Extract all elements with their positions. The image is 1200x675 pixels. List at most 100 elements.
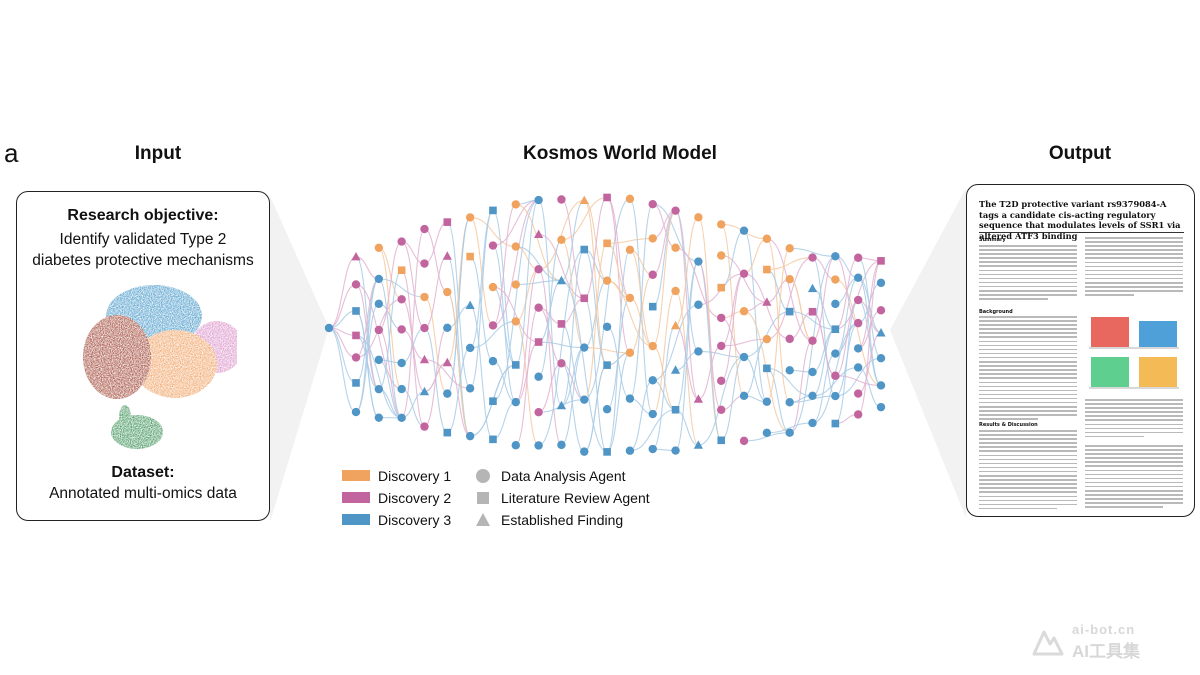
summary-text xyxy=(979,245,1077,302)
network-edge xyxy=(492,209,517,366)
network-node-square xyxy=(671,405,680,414)
network-node-circle xyxy=(785,428,794,437)
network-node-circle xyxy=(808,367,817,377)
network-node-circle xyxy=(534,441,543,450)
network-edge xyxy=(328,327,357,359)
network-node-circle xyxy=(324,323,334,333)
network-edge xyxy=(561,196,608,241)
network-node-circle xyxy=(648,234,657,243)
network-node-circle xyxy=(534,265,543,274)
network-node-circle xyxy=(534,407,543,417)
network-node-circle xyxy=(465,431,475,441)
network-node-circle xyxy=(351,353,361,362)
dataset-heading: Dataset: xyxy=(111,464,175,481)
network-node-circle xyxy=(808,253,817,262)
network-node-square xyxy=(808,307,817,316)
network-node-circle xyxy=(853,295,863,305)
network-edge xyxy=(561,362,585,453)
network-node-triangle xyxy=(556,275,567,285)
network-edge xyxy=(583,196,608,299)
objective-heading: Research objective: xyxy=(67,207,219,224)
network-edge xyxy=(401,391,425,419)
network-node-square xyxy=(352,307,360,315)
network-node-triangle xyxy=(442,251,452,260)
network-nodes xyxy=(324,193,886,456)
network-node-circle xyxy=(853,363,863,372)
legend-label: Discovery 1 xyxy=(378,468,452,484)
network-edge xyxy=(766,278,790,303)
network-node-circle xyxy=(534,303,543,312)
network-node-circle xyxy=(876,402,886,412)
network-node-circle xyxy=(397,295,406,304)
network-node-circle xyxy=(831,371,840,380)
network-edge xyxy=(515,280,562,286)
network-edge xyxy=(560,248,585,407)
network-node-circle xyxy=(717,405,726,415)
network-node-circle xyxy=(831,275,840,284)
input-title: Input xyxy=(134,143,182,164)
right-column-text-bottom xyxy=(1085,445,1183,511)
network-edge xyxy=(698,350,745,358)
network-edge xyxy=(789,340,813,434)
network-node-square xyxy=(603,361,611,369)
network-edge xyxy=(401,228,425,419)
network-node-circle xyxy=(602,276,612,285)
network-edge xyxy=(835,279,882,387)
network-node-circle xyxy=(648,376,657,385)
triangle-icon xyxy=(476,513,490,526)
cluster-orange xyxy=(133,330,217,398)
network-node-circle xyxy=(785,274,794,284)
network-node-square xyxy=(466,252,474,261)
network-node-triangle xyxy=(876,328,886,337)
network-node-triangle xyxy=(534,229,544,238)
network-node-circle xyxy=(397,325,406,334)
network-node-circle xyxy=(511,397,520,407)
network-edge xyxy=(355,256,380,390)
network-edge xyxy=(743,273,790,340)
network-node-circle xyxy=(511,280,520,289)
paper-title: The T2D protective variant rs9379084-A t… xyxy=(979,199,1181,241)
network-edge xyxy=(538,239,562,378)
network-edge xyxy=(470,216,516,248)
network-edge xyxy=(766,238,813,342)
network-edge xyxy=(492,199,539,327)
network-edge xyxy=(607,237,653,244)
network-edge xyxy=(766,367,813,397)
title-rule xyxy=(979,232,1184,233)
network-edge xyxy=(697,260,722,411)
network-node-circle xyxy=(876,381,886,390)
network-node-square xyxy=(763,265,771,274)
network-node-circle xyxy=(374,384,384,394)
network-node-circle xyxy=(671,446,680,455)
legend-label: Data Analysis Agent xyxy=(501,468,626,484)
network-edge xyxy=(652,203,699,263)
network-edge xyxy=(583,248,608,366)
network-edge xyxy=(492,199,539,247)
output-title: Output xyxy=(1048,143,1112,164)
network-node-circle xyxy=(717,251,726,260)
network-node-circle xyxy=(785,366,794,375)
watermark: ai-bot.cn AI工具集 xyxy=(1030,622,1180,662)
section-results: Results & Discussion xyxy=(979,422,1038,428)
network-node-square xyxy=(785,307,794,316)
network-node-circle xyxy=(420,259,429,268)
network-edge xyxy=(469,256,494,362)
network-edge xyxy=(515,246,562,282)
network-edge xyxy=(720,356,745,441)
network-node-square xyxy=(580,294,589,303)
network-edge xyxy=(470,320,516,349)
network-node-circle xyxy=(534,372,543,381)
network-edge xyxy=(606,196,631,354)
network-edge xyxy=(720,230,745,289)
network-node-circle xyxy=(785,334,794,344)
network-edge xyxy=(812,255,836,342)
results-text xyxy=(979,430,1077,512)
section-background: Background xyxy=(979,309,1013,315)
network-node-circle xyxy=(625,194,635,204)
network-node-circle xyxy=(739,436,749,446)
network-edge xyxy=(743,311,790,358)
network-node-square xyxy=(397,266,406,275)
network-node-circle xyxy=(351,407,361,417)
network-edge xyxy=(629,274,654,354)
network-node-circle xyxy=(420,292,429,302)
